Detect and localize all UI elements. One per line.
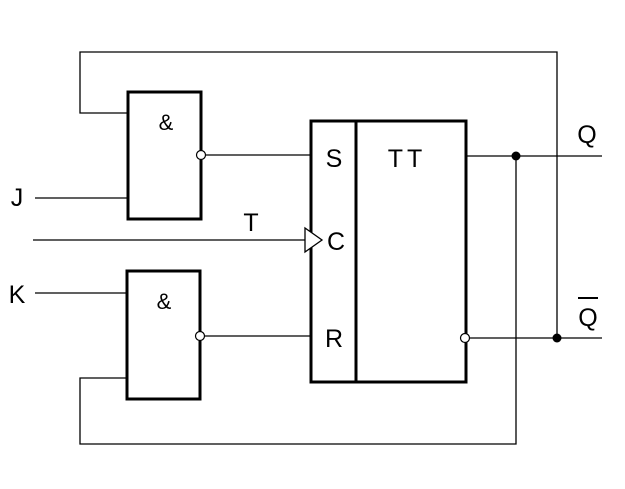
flipflop-pin-c: C [327,228,345,256]
and-gate-top-inversion-bubble [195,149,207,161]
junction-dot-q [511,151,521,161]
flipflop-body [309,119,468,384]
output-label-q: Q [577,121,596,149]
input-label-k: K [9,281,26,309]
flipflop-title: TT [388,145,427,173]
clock-input-triangle [304,226,324,254]
flipflop-pin-s: S [326,145,343,173]
and-gate-bottom [125,269,202,401]
input-label-j: J [11,184,24,212]
feedback-wire-qbar-to-top-gate [79,51,558,338]
flipflop-pin-r: R [325,325,343,353]
and-gate-top-symbol: & [159,110,174,135]
flipflop-q-bar-inversion-bubble [459,332,471,344]
junction-dot-q-bar [552,333,562,343]
input-label-t: T [243,209,258,237]
and-gate-bottom-inversion-bubble [194,330,206,342]
feedback-wire-q-to-bottom-gate [79,156,517,445]
output-label-q-bar: Q [578,304,597,332]
and-gate-bottom-symbol: & [157,289,172,314]
